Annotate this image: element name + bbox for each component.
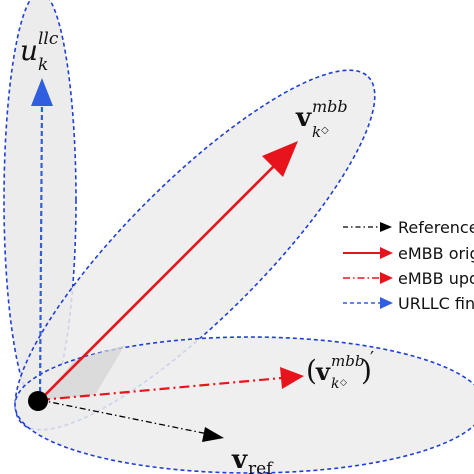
overlap-region	[40, 345, 125, 400]
svg-text:mbb: mbb	[312, 97, 348, 116]
svg-text:llc: llc	[38, 29, 59, 49]
embb-updated-vector-arrowhead	[280, 367, 304, 389]
reference-vector-line	[39, 399, 209, 435]
svg-text:mbb: mbb	[331, 352, 364, 370]
embb-original-vector-arrowhead	[262, 141, 298, 177]
legend-item-reference: Reference	[343, 218, 474, 237]
reference-vector-label: v ref	[231, 445, 274, 474]
svg-text:k: k	[331, 376, 339, 392]
svg-text:′: ′	[370, 348, 374, 369]
urllc-vector-arrowhead	[31, 78, 53, 106]
legend-label-reference: Reference	[398, 218, 474, 237]
svg-text:ref: ref	[248, 459, 274, 474]
legend-item-embb-original: eMBB orig	[343, 244, 474, 263]
svg-text:◇: ◇	[340, 378, 347, 388]
svg-text:u: u	[20, 34, 38, 67]
svg-text:◇: ◇	[321, 125, 329, 136]
embb-original-vector-label: v mbb k ◇	[295, 97, 348, 141]
urllc-vector-label: u llc k	[20, 29, 59, 75]
svg-text:): )	[361, 354, 372, 387]
legend: Reference eMBB orig eMBB upd URLLC fin	[343, 218, 474, 313]
legend-item-urllc: URLLC fin	[343, 294, 474, 313]
svg-text:v: v	[315, 357, 331, 386]
reference-vector-arrowhead	[202, 427, 224, 442]
legend-label-urllc: URLLC fin	[398, 294, 474, 313]
embb-updated-region-ellipse	[14, 336, 474, 474]
embb-updated-vector-label: ( v mbb k ◇ ) ′	[306, 348, 374, 392]
svg-text:v: v	[231, 445, 248, 474]
legend-label-embb-updated: eMBB upd	[398, 269, 474, 288]
svg-text:k: k	[312, 123, 321, 141]
legend-item-embb-updated: eMBB upd	[343, 269, 474, 288]
svg-text:(: (	[306, 354, 317, 387]
legend-label-embb-original: eMBB orig	[398, 244, 474, 263]
urllc-vector-line	[38, 99, 44, 401]
embb-original-vector-line	[39, 156, 284, 401]
svg-text:k: k	[38, 55, 48, 75]
embb-updated-vector-line	[39, 376, 283, 402]
origin-point	[28, 391, 48, 411]
urllc-region-ellipse	[3, 0, 77, 409]
svg-text:v: v	[295, 103, 312, 133]
